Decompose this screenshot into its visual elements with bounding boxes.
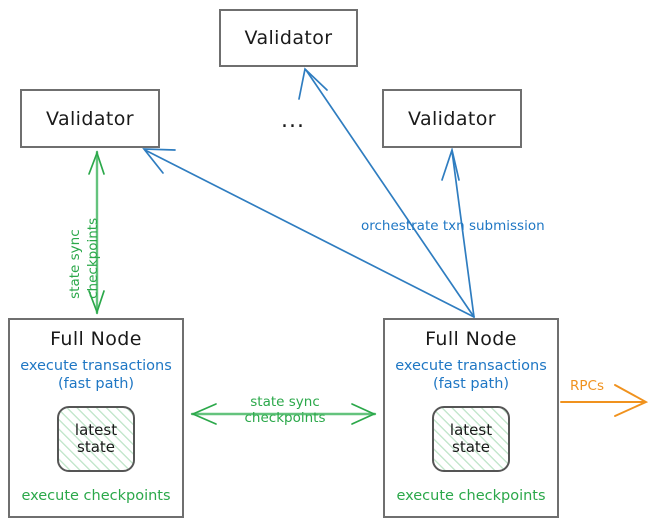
full-node-right-subtitle-line2: (fast path): [432, 376, 510, 393]
full-node-right[interactable]: Full Node execute transactions (fast pat…: [383, 318, 559, 518]
state-sync-horizontal-line1: state sync: [250, 394, 320, 410]
full-node-right-subtitle-line1: execute transactions: [395, 358, 547, 374]
validator-top-label: Validator: [244, 27, 333, 49]
latest-state-left-line2: state: [77, 438, 115, 456]
validator-node-right[interactable]: Validator: [382, 89, 522, 148]
full-node-left-subtitle-line2: (fast path): [57, 376, 135, 393]
edge-label-rpcs: RPCs: [570, 378, 604, 394]
full-node-left-footer: execute checkpoints: [21, 488, 171, 504]
validator-left-label: Validator: [46, 107, 134, 130]
state-sync-vertical-line2: checkpoints: [85, 217, 102, 299]
full-node-left[interactable]: Full Node execute transactions (fast pat…: [8, 318, 184, 518]
validator-right-label: Validator: [408, 107, 496, 130]
full-node-left-subtitle: execute transactions (fast path): [10, 357, 182, 393]
full-node-left-subtitle-line1: execute transactions: [20, 358, 172, 374]
latest-state-right-line2: state: [452, 438, 490, 456]
full-node-right-footer: execute checkpoints: [396, 488, 546, 504]
latest-state-chip-right[interactable]: latest state: [432, 406, 510, 472]
edge-label-state-sync-vertical: state sync: [67, 229, 84, 299]
full-node-left-title: Full Node: [50, 328, 142, 350]
edge-label-checkpoints-vertical: checkpoints: [85, 218, 102, 299]
state-sync-horizontal-line2: checkpoints: [244, 410, 326, 427]
edge-label-state-sync-horizontal: state sync checkpoints: [233, 394, 337, 427]
latest-state-right-line1: latest: [449, 420, 493, 439]
edge-label-orchestrate-txn-submission: orchestrate txn submission: [361, 218, 545, 234]
latest-state-left-line1: latest: [74, 420, 118, 439]
full-node-right-title: Full Node: [425, 328, 517, 350]
latest-state-chip-left[interactable]: latest state: [57, 406, 135, 472]
full-node-right-subtitle: execute transactions (fast path): [385, 357, 557, 393]
validator-node-left[interactable]: Validator: [20, 89, 160, 148]
validator-node-top[interactable]: Validator: [219, 9, 358, 67]
validators-ellipsis: ...: [281, 108, 305, 133]
state-sync-vertical-line1: state sync: [67, 229, 84, 299]
